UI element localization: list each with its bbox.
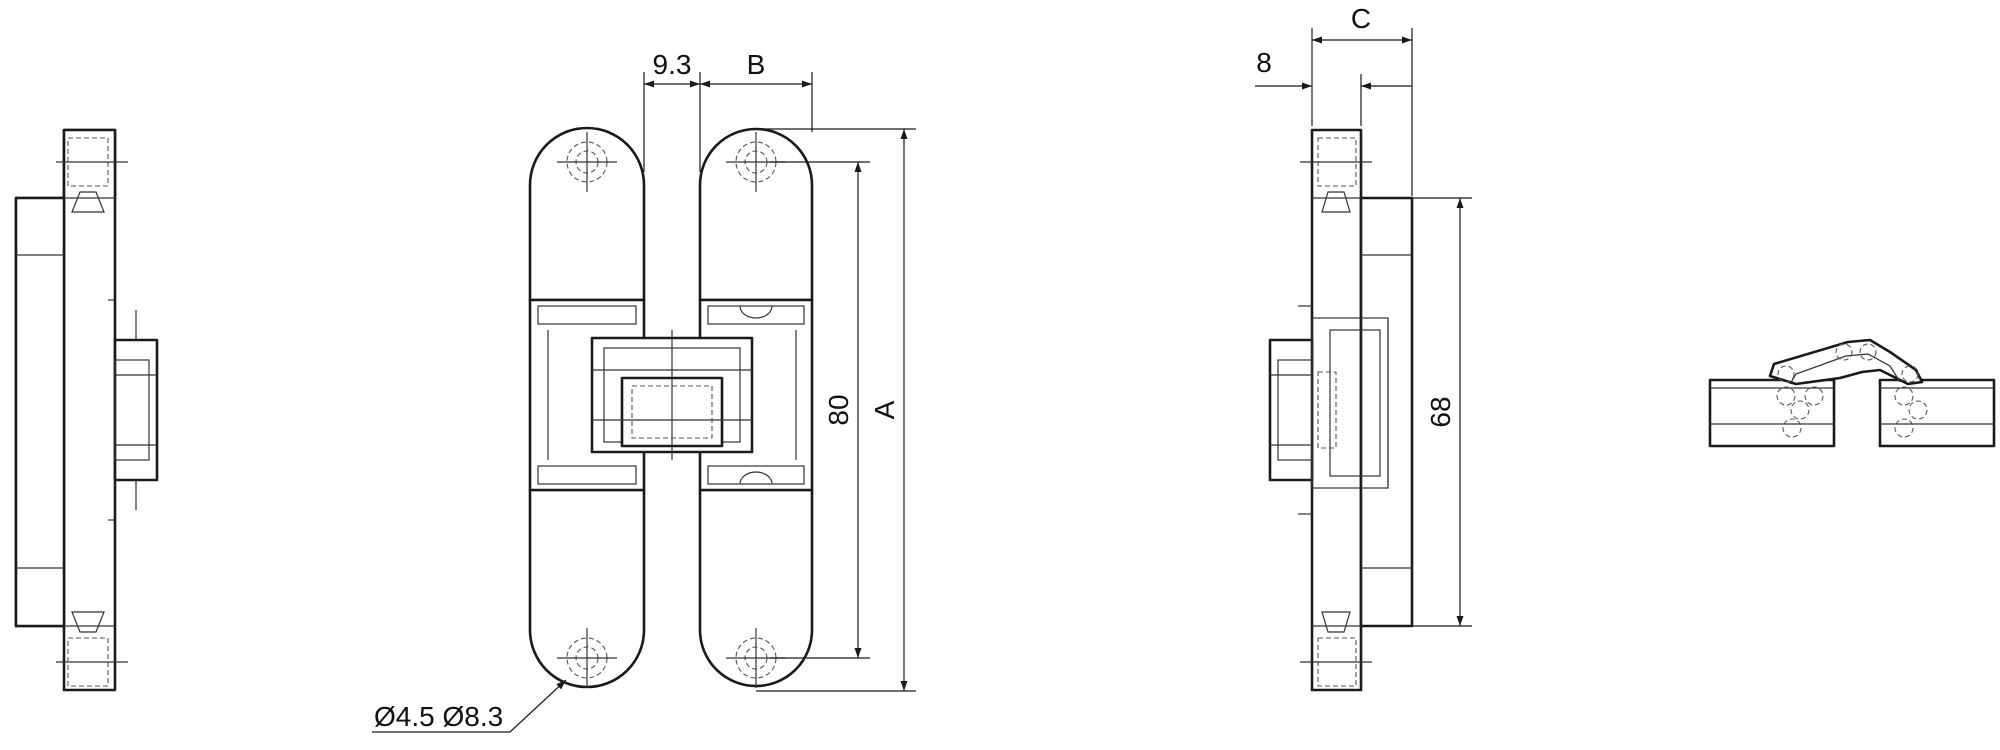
hole-diameter-label: Ø4.5 Ø8.3	[374, 701, 503, 732]
side-view-left	[14, 128, 159, 692]
side-view-right	[1268, 128, 1414, 692]
body-length-label: 68	[1425, 396, 1456, 427]
overall-length-label: A	[869, 400, 900, 419]
screw-hole-bottom-left	[557, 628, 617, 688]
side-view-dimensions: C 8 68	[1255, 3, 1472, 627]
hole-spacing-label: 80	[823, 394, 854, 425]
side-depth-label: 8	[1256, 47, 1272, 78]
gap-dimension-label: 9.3	[653, 49, 692, 80]
front-view	[528, 126, 814, 689]
front-view-dimensions: 9.3 B 80 A Ø4.5 Ø8.3	[372, 49, 916, 733]
b-dimension-label: B	[747, 49, 766, 80]
screw-hole-top-left	[557, 132, 617, 192]
top-view	[1708, 338, 1996, 448]
c-dimension-label: C	[1351, 3, 1371, 34]
